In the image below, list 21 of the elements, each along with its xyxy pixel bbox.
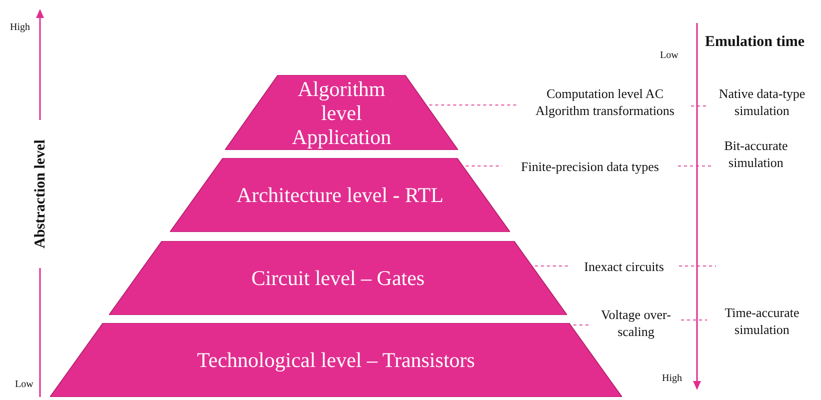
- pyramid-level: [225, 75, 458, 150]
- dashed-connector: [572, 324, 592, 326]
- axis-end-label: Low: [15, 378, 34, 391]
- axis-title: Emulation time: [705, 33, 805, 51]
- pyramid-level: [170, 158, 510, 232]
- annotation-text: Inexact circuits: [572, 258, 676, 275]
- level-name: Circuit level – Gates: [250, 266, 426, 290]
- axis-end-label: Low: [660, 49, 678, 62]
- axis-end-label: High: [662, 372, 682, 385]
- annotation-text: Time-accurate simulation: [710, 304, 814, 338]
- level-name: Technological level – Transistors: [196, 348, 476, 372]
- annotation-text: Voltage over-scaling: [594, 306, 678, 340]
- pyramid-level: [109, 241, 567, 315]
- annotation-text: Bit-accurate simulation: [714, 137, 798, 171]
- annotation-text: Native data-type simulation: [712, 85, 812, 119]
- axis-title: Abstraction level: [30, 140, 49, 248]
- axis-end-label: High: [10, 21, 30, 34]
- level-name: Algorithm level Application: [290, 76, 392, 148]
- annotation-text: Finite-precision data types: [505, 158, 675, 175]
- annotation-text: Computation level AC Algorithm transformations: [522, 85, 688, 119]
- level-name: Architecture level - RTL: [236, 183, 444, 207]
